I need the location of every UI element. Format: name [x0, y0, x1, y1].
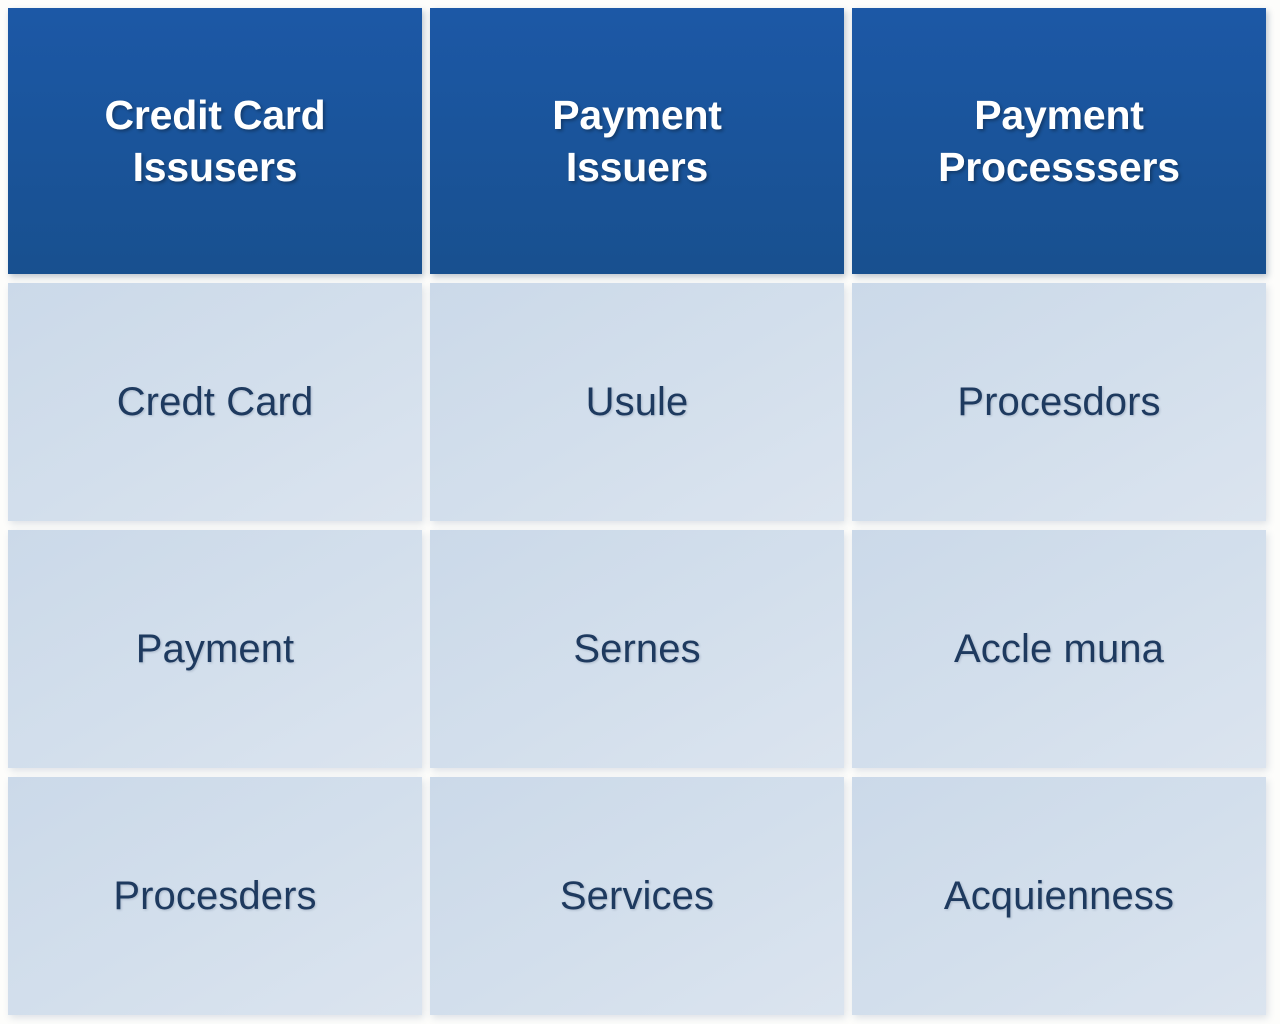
- cell-text-r3c1: Procesders: [113, 874, 317, 918]
- cell-text-r3c2: Services: [559, 874, 715, 918]
- cell-text-r1c1: Credt Card: [116, 380, 314, 424]
- table-cell-r3c3: Acquienness: [852, 777, 1266, 1015]
- cell-text-r2c1: Payment: [135, 627, 295, 671]
- cell-text-r1c2: Usule: [585, 380, 689, 424]
- cell-text-r2c3: Accle muna: [954, 627, 1164, 671]
- table-cell-r2c3: Accle muna: [852, 530, 1266, 768]
- cell-text-r2c2: Sernes: [573, 627, 701, 671]
- cell-text-r1c3: Procesdors: [957, 380, 1161, 424]
- table-cell-r1c1: Credt Card: [8, 283, 422, 521]
- table-cell-r2c2: Sernes: [430, 530, 844, 768]
- cell-text-r3c3: Acquienness: [943, 874, 1175, 918]
- table-cell-r3c2: Services: [430, 777, 844, 1015]
- table-cell-r1c3: Procesdors: [852, 283, 1266, 521]
- table-cell-r3c1: Procesders: [8, 777, 422, 1015]
- table-cell-r2c1: Payment: [8, 530, 422, 768]
- table-cell-r1c2: Usule: [430, 283, 844, 521]
